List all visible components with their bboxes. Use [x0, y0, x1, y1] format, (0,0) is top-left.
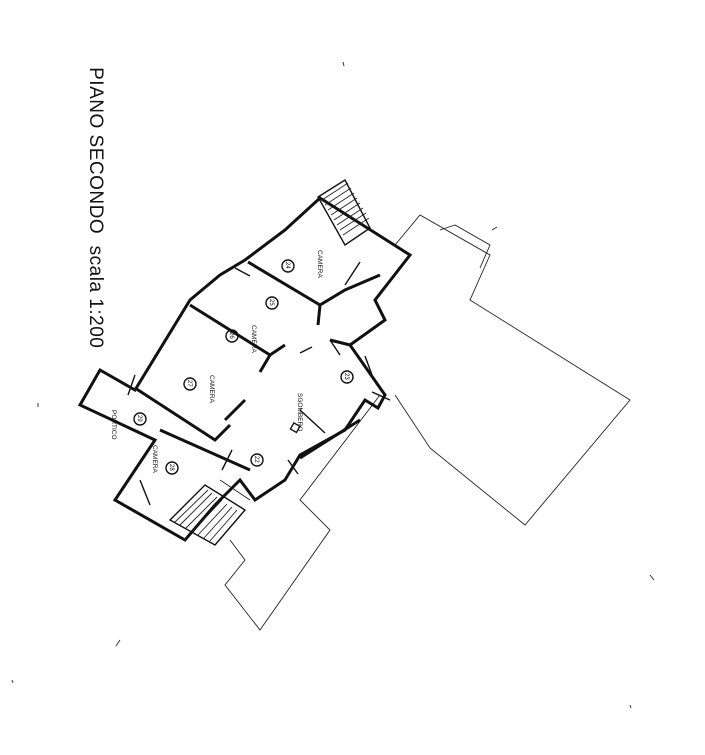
room-label: CAMERA — [316, 250, 323, 278]
outer-walls — [77, 196, 413, 542]
room-label: CAMERA — [208, 375, 215, 403]
marker-23: 23 — [340, 370, 354, 384]
room-number: 28 — [168, 464, 174, 471]
room-number: 27 — [186, 380, 192, 387]
room-label: SGOMBERO — [296, 393, 303, 431]
marker-25: 25 — [265, 296, 279, 310]
room-number: 24 — [284, 262, 290, 269]
room-number-circle — [183, 377, 197, 391]
lower-floor-outline — [224, 214, 631, 631]
room-number: 22 — [253, 456, 259, 463]
plan-title: PIANO SECONDO scala 1:200 — [62, 44, 128, 348]
scale-label: scala 1:200 — [85, 245, 106, 349]
marker-number: 25 — [268, 299, 274, 306]
room-label: CAMERA — [250, 325, 257, 353]
room-label: CAMERA — [151, 445, 158, 473]
room-number: 29 — [136, 415, 142, 422]
marker-circle — [340, 370, 354, 384]
room-number-circle — [225, 329, 239, 343]
room-number-circle — [281, 259, 295, 273]
room-label: PORTICO — [110, 410, 117, 440]
room-portico-29: PORTICO 29 — [110, 410, 147, 440]
floor-name: PIANO SECONDO — [85, 67, 106, 235]
marker-circle — [265, 296, 279, 310]
room-camera-24: CAMERA 24 — [281, 250, 323, 278]
stairs-bottom — [168, 479, 251, 546]
room-number-circle — [165, 461, 179, 475]
room-number: 26 — [228, 332, 234, 339]
interior-walls — [134, 260, 381, 472]
room-camera-28: CAMERA 28 — [151, 445, 179, 475]
column-square — [289, 421, 301, 434]
openings — [127, 261, 391, 506]
room-camera-27: CAMERA 27 — [183, 375, 215, 403]
room-number-circle — [250, 453, 264, 467]
marker-number: 23 — [343, 373, 349, 380]
stray-marks — [11, 61, 655, 709]
room-number-circle — [133, 412, 147, 426]
room-camera-26: CAMERA 26 — [225, 325, 257, 353]
stairs-top — [317, 179, 371, 247]
room-sgombero-22: SGOMBERO 22 — [250, 393, 303, 467]
